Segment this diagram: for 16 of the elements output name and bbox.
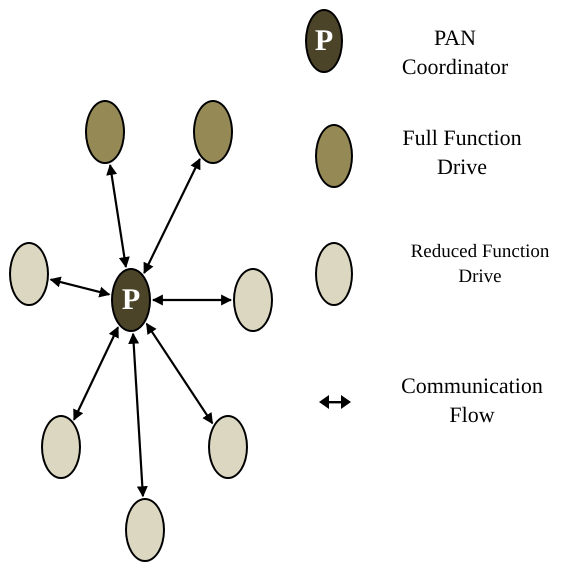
double-arrow (128, 332, 148, 498)
legend-label: Reduced Function Drive (410, 240, 550, 289)
coordinator-node: P (111, 268, 151, 332)
double-arrow (72, 326, 120, 421)
legend-letter: P (314, 24, 334, 58)
legend-label: PAN Coordinator (400, 24, 510, 81)
legend-label: Communication Flow (400, 372, 544, 429)
device-node (193, 100, 233, 164)
legend-label: Full Function Drive (401, 124, 523, 181)
double-arrow (50, 276, 110, 298)
device-node (41, 415, 81, 479)
double-arrow (106, 164, 130, 268)
double-arrow (146, 322, 214, 424)
double-arrow (152, 294, 232, 306)
double-arrow (143, 158, 201, 274)
device-node (208, 415, 248, 479)
